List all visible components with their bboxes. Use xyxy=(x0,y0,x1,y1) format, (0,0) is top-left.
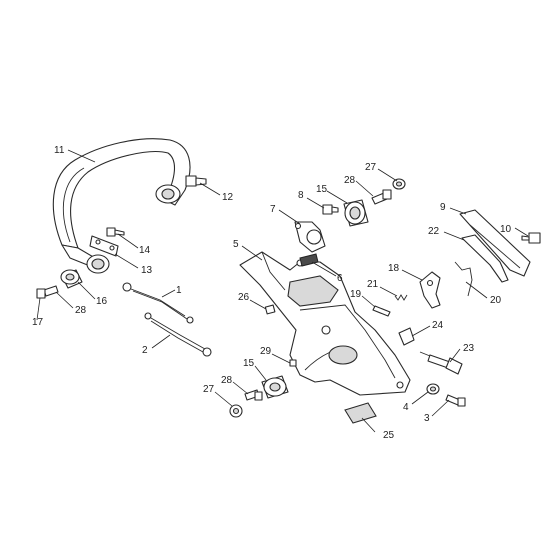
bolt-14 xyxy=(106,227,125,237)
label-12: 12 xyxy=(222,192,234,203)
label-18: 18 xyxy=(388,263,400,274)
label-21: 21 xyxy=(367,279,379,290)
pin-19 xyxy=(372,305,391,317)
part-labels: 1 2 3 4 5 6 7 8 9 10 11 12 13 14 15 15 1… xyxy=(32,145,512,441)
label-13: 13 xyxy=(141,265,153,276)
label-15-top: 15 xyxy=(316,184,328,195)
label-17: 17 xyxy=(32,317,44,328)
mount-16 xyxy=(60,269,83,289)
bushing-handle xyxy=(86,254,110,274)
bolt-28-bottom xyxy=(244,389,263,401)
label-26: 26 xyxy=(238,292,250,303)
main-housing xyxy=(239,251,411,396)
label-4: 4 xyxy=(403,402,409,413)
nut-27-bottom xyxy=(229,404,243,418)
front-handle xyxy=(52,138,191,267)
label-28-bottom: 28 xyxy=(221,375,233,386)
label-11: 11 xyxy=(54,145,65,156)
label-15-bottom: 15 xyxy=(243,358,255,369)
damper-15-bottom xyxy=(261,375,289,399)
label-27-bottom: 27 xyxy=(203,384,215,395)
label-20: 20 xyxy=(490,295,502,306)
label-14: 14 xyxy=(139,245,151,256)
plate-24 xyxy=(398,327,415,346)
bracket-7 xyxy=(294,221,326,253)
damper-15-top xyxy=(343,199,369,227)
label-3: 3 xyxy=(424,413,430,424)
cable-2 xyxy=(144,312,212,357)
screw-8 xyxy=(322,204,339,215)
lever-9 xyxy=(459,209,531,277)
screw-3 xyxy=(445,394,466,407)
label-24: 24 xyxy=(432,320,444,331)
leader-lines xyxy=(36,149,529,433)
screw-10 xyxy=(521,232,541,244)
bolt-12 xyxy=(185,175,207,187)
plate-13 xyxy=(89,235,119,257)
label-1: 1 xyxy=(176,285,182,296)
label-16: 16 xyxy=(96,296,108,307)
label-29 xyxy=(289,359,297,367)
label-28-left: 28 xyxy=(75,305,87,316)
nut-27-top xyxy=(392,178,406,190)
cable-1 xyxy=(122,282,194,324)
label-25: 25 xyxy=(383,430,395,441)
label-2: 2 xyxy=(142,345,148,356)
label-28-top: 28 xyxy=(344,175,356,186)
bolt-28-top xyxy=(371,189,392,205)
bushing-4 xyxy=(426,383,440,395)
label-9: 9 xyxy=(440,202,446,213)
label-6: 6 xyxy=(337,273,343,284)
label-5: 5 xyxy=(233,239,239,250)
label-7: 7 xyxy=(270,204,276,215)
label-26 xyxy=(264,304,276,315)
wire-20 xyxy=(454,261,473,297)
label-8: 8 xyxy=(298,190,304,201)
shaft-23 xyxy=(419,351,463,375)
label-27-top: 27 xyxy=(365,162,377,173)
label-29: 29 xyxy=(260,346,272,357)
label-25 xyxy=(344,402,377,424)
screw-28-left xyxy=(36,285,59,299)
trigger-22 xyxy=(461,234,509,283)
label-22: 22 xyxy=(428,226,440,237)
label-10: 10 xyxy=(500,224,512,235)
lever-18 xyxy=(419,271,441,309)
spring-21 xyxy=(394,294,408,301)
label-19: 19 xyxy=(350,289,362,300)
label-23: 23 xyxy=(463,343,475,354)
